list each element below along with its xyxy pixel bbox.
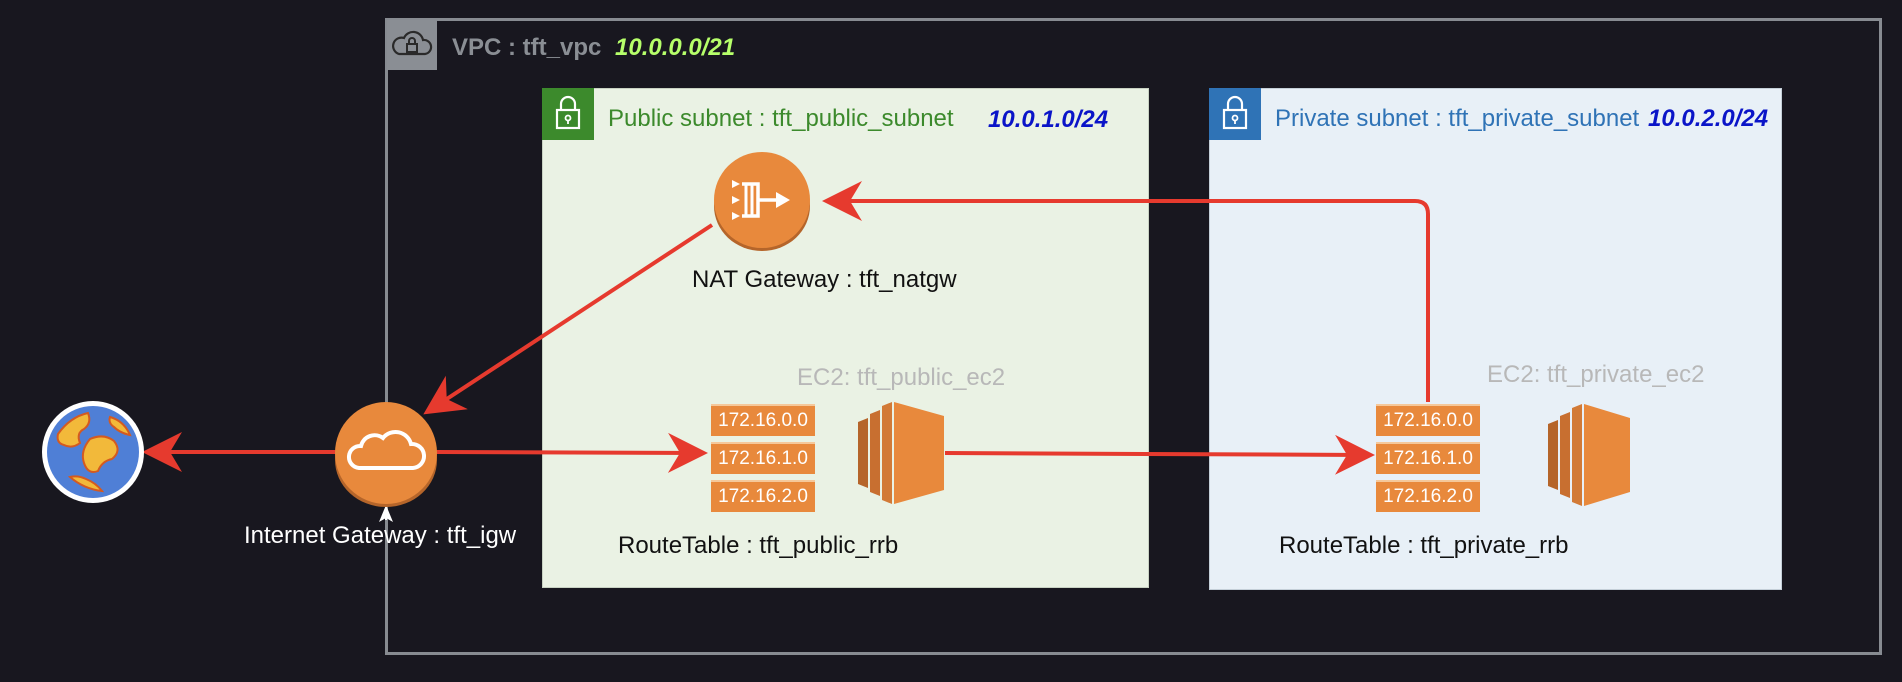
route-table-icon: 172.16.0.0 172.16.1.0 172.16.2.0 xyxy=(1376,404,1480,512)
route-entry: 172.16.1.0 xyxy=(711,442,815,474)
private-route-table-label: RouteTable : tft_private_rrb xyxy=(1279,532,1569,559)
private-subnet-cidr: 10.0.2.0/24 xyxy=(1648,105,1769,132)
private-ec2-label: EC2: tft_private_ec2 xyxy=(1487,361,1705,388)
public-ec2-label: EC2: tft_public_ec2 xyxy=(797,364,1006,391)
public-subnet-title: Public subnet : tft_public_subnet xyxy=(608,105,954,132)
internet-gateway-icon xyxy=(333,402,439,508)
vpc-cidr: 10.0.0.0/21 xyxy=(615,34,736,61)
route-entry: 172.16.1.0 xyxy=(1376,442,1480,474)
ec2-instance-icon xyxy=(856,400,946,506)
public-subnet xyxy=(542,88,1149,588)
route-table-icon: 172.16.0.0 172.16.1.0 172.16.2.0 xyxy=(711,404,815,512)
private-subnet-title: Private subnet : tft_private_subnet xyxy=(1275,105,1640,132)
public-ec2-to-private-route-table-arrow xyxy=(944,434,1375,475)
public-subnet-cidr: 10.0.1.0/24 xyxy=(988,106,1109,133)
private-subnet xyxy=(1209,88,1782,590)
internet-globe-icon xyxy=(40,399,146,505)
lock-icon xyxy=(1209,88,1261,140)
route-entry: 172.16.2.0 xyxy=(711,480,815,512)
igw-to-public-route-table-arrow xyxy=(435,432,708,473)
lock-icon xyxy=(542,88,594,140)
nat-to-igw-arrow xyxy=(423,223,714,415)
igw-incoming-arrowhead xyxy=(379,505,393,522)
private-route-table-to-nat-arrow xyxy=(822,181,1430,402)
vpc-container xyxy=(385,18,1882,655)
nat-gateway-label: NAT Gateway : tft_natgw xyxy=(692,266,957,293)
nat-gateway-icon xyxy=(712,152,812,252)
cloud-lock-icon xyxy=(387,20,437,70)
vpc-title: VPC : tft_vpc xyxy=(452,34,602,61)
route-entry: 172.16.0.0 xyxy=(1376,404,1480,436)
public-route-table-label: RouteTable : tft_public_rrb xyxy=(618,532,899,559)
route-entry: 172.16.0.0 xyxy=(711,404,815,436)
route-entry: 172.16.2.0 xyxy=(1376,480,1480,512)
ec2-instance-icon xyxy=(1546,402,1632,508)
internet-gateway-label: Internet Gateway : tft_igw xyxy=(244,522,517,549)
